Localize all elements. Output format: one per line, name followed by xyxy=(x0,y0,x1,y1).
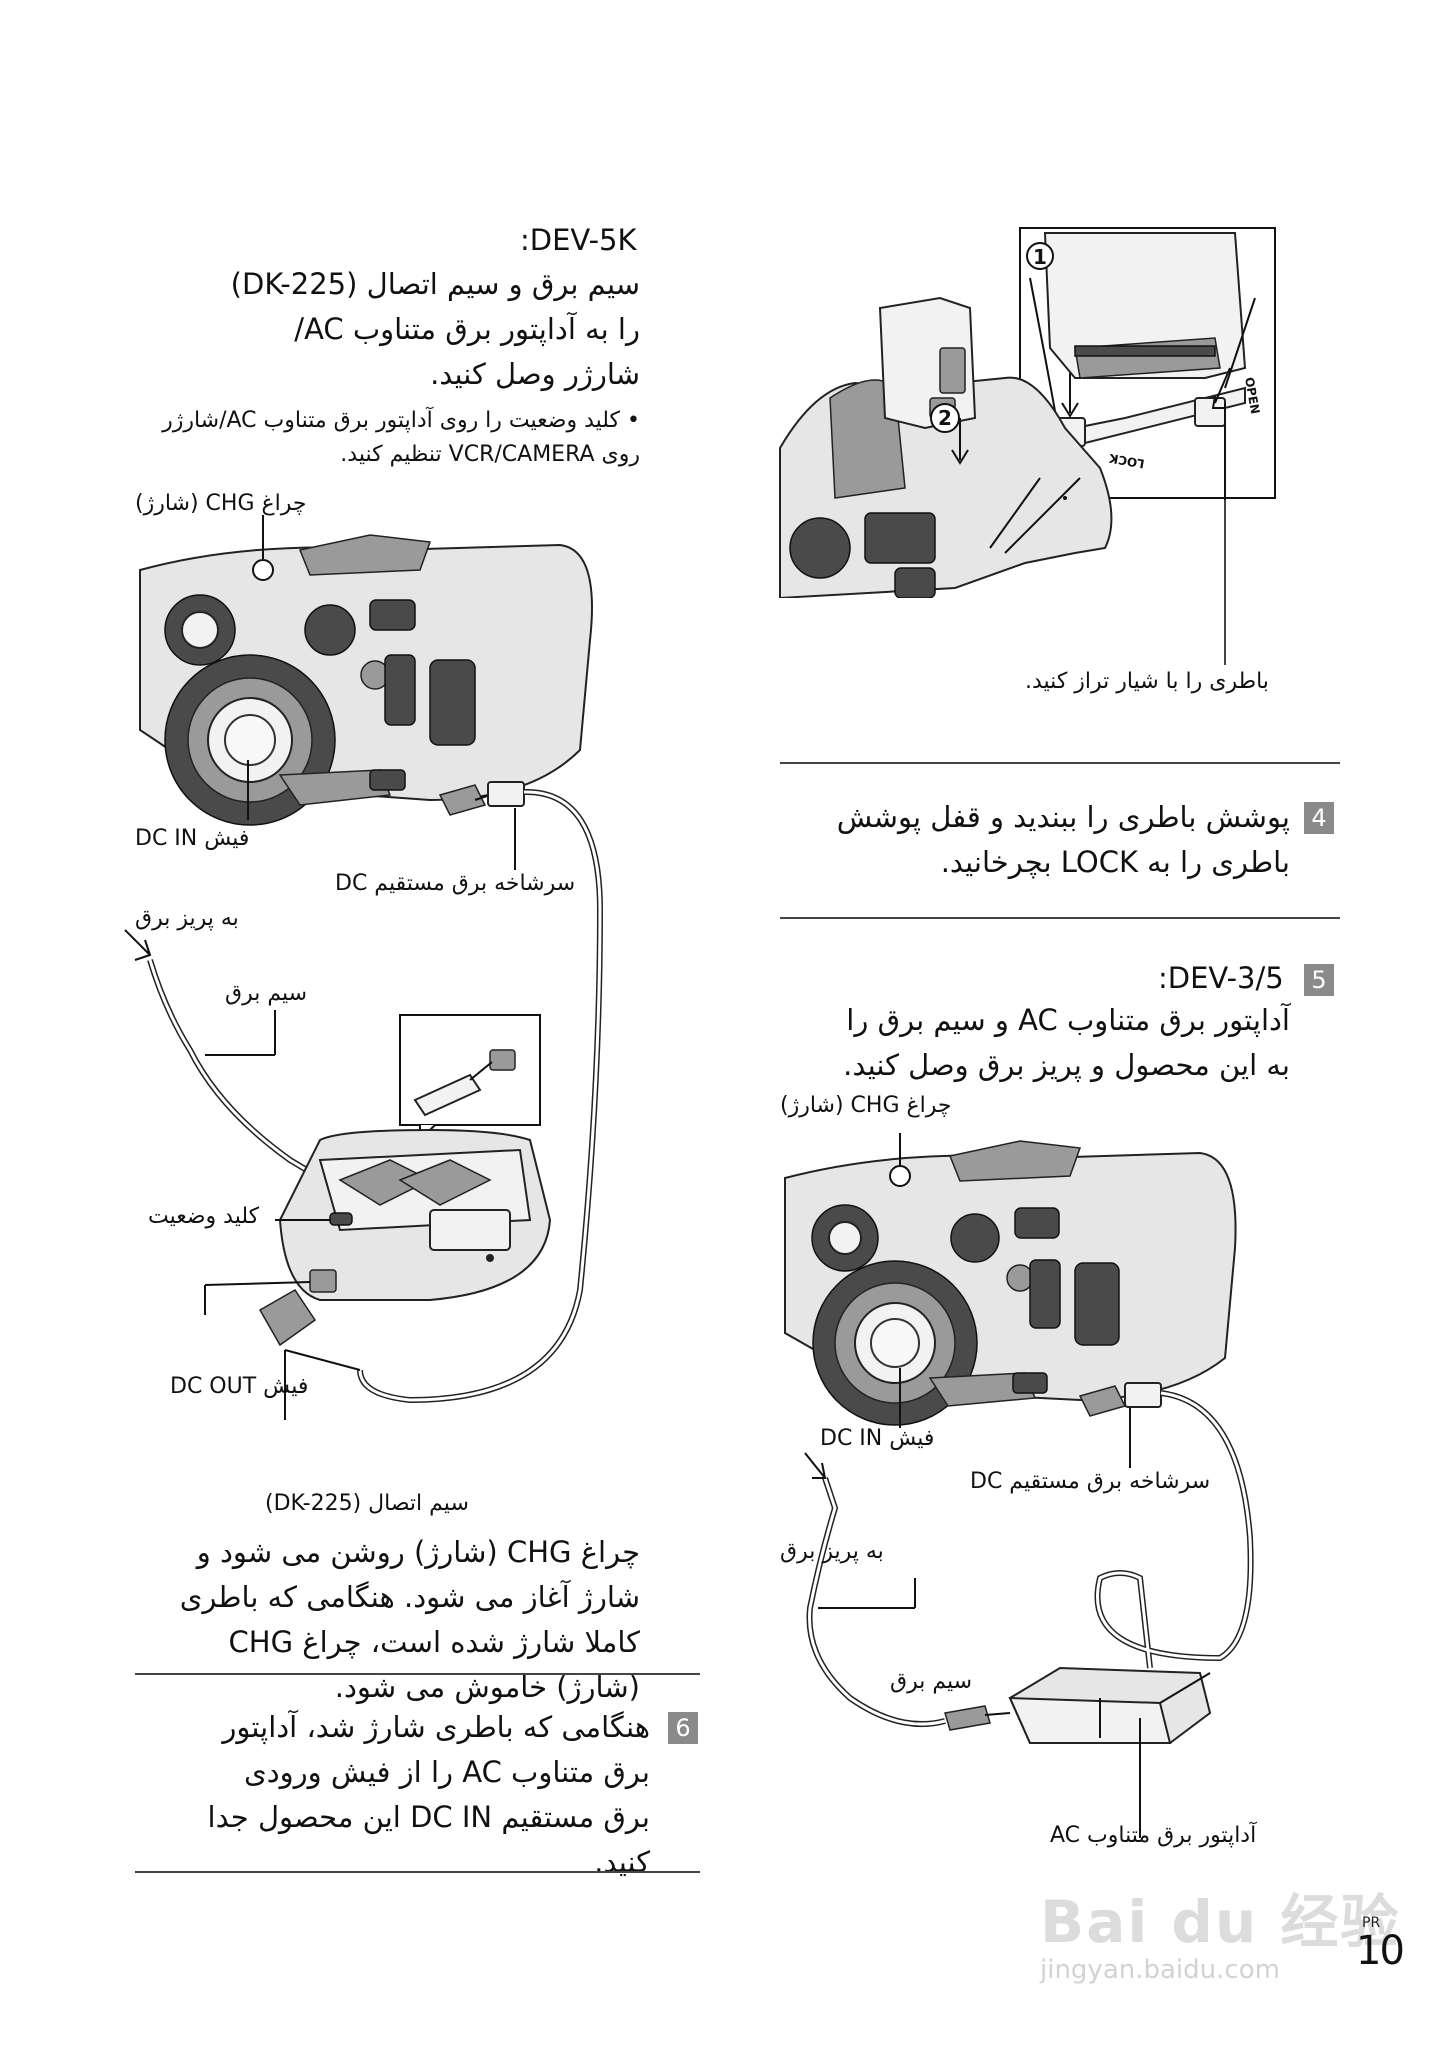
label-power-cord-left: سیم برق xyxy=(225,981,308,1006)
label-mode-switch: کلید وضعیت xyxy=(148,1204,260,1229)
label-power-cord-right: سیم برق xyxy=(890,1669,973,1694)
label-dc-out: فیش DC OUT xyxy=(170,1374,309,1399)
divider-right-2 xyxy=(780,917,1340,919)
baidu-watermark-url: jingyan.baidu.com xyxy=(1040,1955,1280,1985)
label-dc-plug-right: سرشاخه برق مستقیم DC xyxy=(970,1469,1211,1494)
baidu-watermark: Bai du 经验 xyxy=(1040,1888,1401,1956)
label-ac-adaptor: آداپتور برق متناوب AC xyxy=(1050,1823,1257,1848)
open-label: OPEN xyxy=(1242,376,1262,415)
battery-label-pointer xyxy=(1224,500,1226,665)
step-5-badge: 5 xyxy=(1304,964,1334,996)
page-number: 10 xyxy=(1356,1928,1405,1974)
step-4-text: پوشش باطری را ببندید و قفل پوشش باطری را… xyxy=(836,800,1290,879)
step-6-text: هنگامی که باطری شارژ شد، آداپتور برق متن… xyxy=(207,1710,650,1879)
label-dc-plug-left: سرشاخه برق مستقیم DC xyxy=(335,871,576,896)
label-dc-in-left: فیش DC IN xyxy=(135,826,250,851)
language-code: PR xyxy=(1362,1915,1381,1931)
divider-left-2 xyxy=(135,1871,700,1873)
step-5-heading: :DEV-3/5 xyxy=(1158,961,1284,995)
instruction-para2: چراغ CHG (شارژ) روشن می شود و شارژ آغاز … xyxy=(179,1535,640,1704)
label-chg-lamp-right: چراغ CHG (شارژ) xyxy=(780,1093,952,1118)
step-5-text: آداپتور برق متناوب AC و سیم برق را به ای… xyxy=(843,1003,1290,1082)
instruction-para1: سیم برق و سیم اتصال (DK-225) را به آداپت… xyxy=(230,267,640,391)
label-to-outlet-left: به پریز برق xyxy=(135,906,239,931)
model-heading-dev5k: :DEV-5K xyxy=(520,223,637,257)
label-chg-lamp-left: چراغ CHG (شارژ) xyxy=(135,491,307,516)
label-dc-in-right: فیش DC IN xyxy=(820,1426,935,1451)
label-to-outlet-right: به پریز برق xyxy=(780,1539,884,1564)
lock-label: LOCK xyxy=(1107,451,1145,471)
callout-2: 2 xyxy=(938,406,952,430)
illustration-ac-adaptor-setup xyxy=(784,1133,1254,1838)
step-4-badge: 4 xyxy=(1304,802,1334,834)
bullet-mode-switch: • کلید وضعیت را روی آداپتور برق متناوب A… xyxy=(162,408,640,467)
callout-1: 1 xyxy=(1033,245,1047,269)
bullet-dot: • xyxy=(620,408,640,433)
illustration-battery-insert: 1 OPEN LOCK 2 xyxy=(775,227,1280,648)
divider-right-1 xyxy=(780,762,1340,764)
illustration-charger-setup xyxy=(124,515,604,1420)
label-align-battery: باطری را با شیار تراز کنید. xyxy=(1025,669,1269,694)
divider-left-1 xyxy=(135,1673,700,1675)
label-connecting-cable: سیم اتصال (DK-225) xyxy=(265,1491,469,1516)
step-6-badge: 6 xyxy=(668,1712,698,1744)
